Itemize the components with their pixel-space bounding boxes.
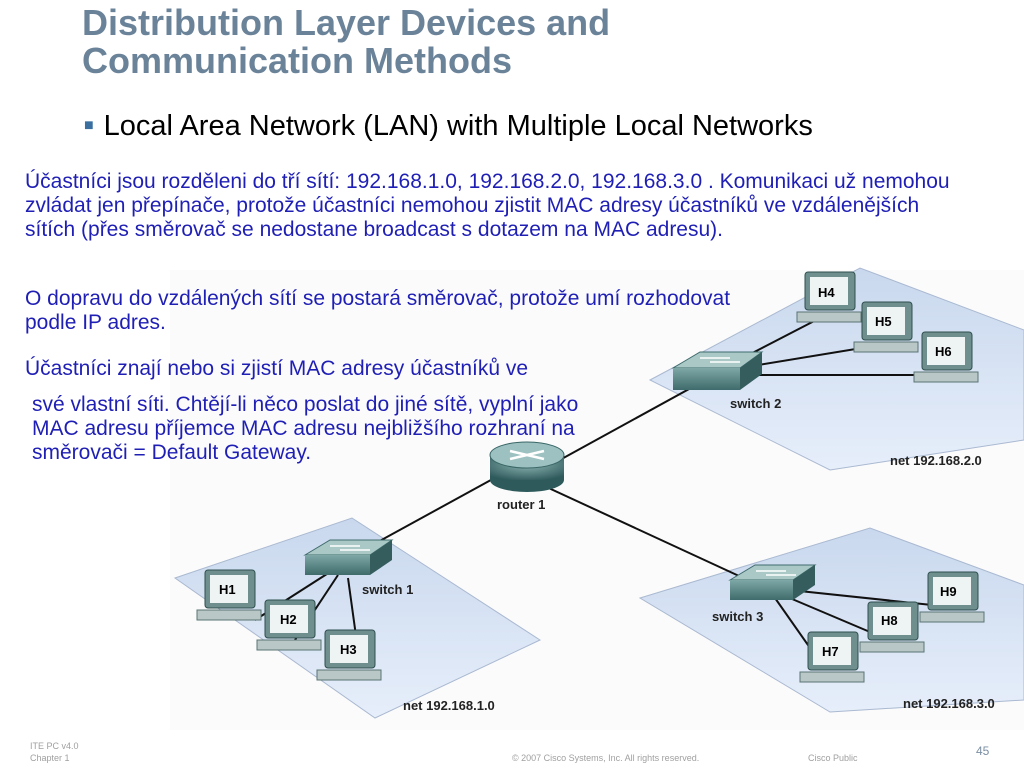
host-h1-label: H1 xyxy=(219,582,236,597)
switch-3-label: switch 3 xyxy=(712,609,763,624)
plane-net-1 xyxy=(173,517,542,719)
footer-chapter: Chapter 1 xyxy=(30,753,70,763)
host-h6-icon xyxy=(913,331,979,383)
slide-title: Distribution Layer Devices and Communica… xyxy=(82,4,782,80)
paragraph-2: O dopravu do vzdálených sítí se postará … xyxy=(25,287,731,334)
host-h7-icon xyxy=(799,631,865,683)
host-h8-label: H8 xyxy=(881,613,898,628)
host-h9-label: H9 xyxy=(940,584,957,599)
title-line-2: Communication Methods xyxy=(82,40,512,81)
bullet-item: ■ Local Area Network (LAN) with Multiple … xyxy=(84,110,813,143)
host-h6-label: H6 xyxy=(935,344,952,359)
footer-classification: Cisco Public xyxy=(808,753,858,763)
switch-icon xyxy=(728,564,817,600)
network-2-label: net 192.168.2.0 xyxy=(890,453,982,468)
host-h5-icon xyxy=(853,301,919,353)
page-number: 45 xyxy=(976,744,990,758)
switch-icon xyxy=(303,539,394,575)
switch-1-label: switch 1 xyxy=(362,582,413,597)
host-h9-icon xyxy=(919,571,985,623)
network-1-label: net 192.168.1.0 xyxy=(403,698,495,713)
host-h2-label: H2 xyxy=(280,612,297,627)
switch-2-label: switch 2 xyxy=(730,396,781,411)
bullet-square-icon: ■ xyxy=(84,117,94,134)
host-h2-icon xyxy=(256,599,322,651)
host-h5-label: H5 xyxy=(875,314,892,329)
host-h7-label: H7 xyxy=(822,644,839,659)
host-h4-icon xyxy=(796,271,862,323)
title-line-1: Distribution Layer Devices and xyxy=(82,2,611,43)
host-h3-label: H3 xyxy=(340,642,357,657)
paragraph-1: Účastníci jsou rozděleni do tří sítí: 19… xyxy=(25,170,950,241)
paragraph-3: Účastníci znají nebo si zjistí MAC adres… xyxy=(25,357,529,380)
switch-icon xyxy=(671,351,764,390)
footer-copyright: © 2007 Cisco Systems, Inc. All rights re… xyxy=(512,753,700,763)
network-3-label: net 192.168.3.0 xyxy=(903,696,995,711)
router-label: router 1 xyxy=(497,497,545,512)
footer-course: ITE PC v4.0 xyxy=(30,741,79,751)
host-h4-label: H4 xyxy=(818,285,835,300)
host-h1-icon xyxy=(196,569,262,621)
host-h3-icon xyxy=(316,629,382,681)
host-h8-icon xyxy=(859,601,925,653)
paragraph-4: své vlastní síti. Chtějí-li něco poslat … xyxy=(32,393,579,464)
bullet-text: Local Area Network (LAN) with Multiple L… xyxy=(103,110,813,142)
router-icon xyxy=(489,441,565,492)
